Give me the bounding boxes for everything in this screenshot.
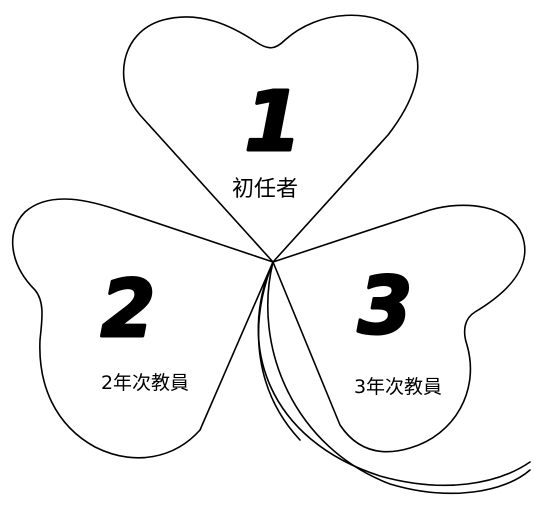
- leaf-1-label: 初任者: [232, 177, 298, 202]
- leaf-2-number: 2: [101, 265, 155, 355]
- leaf-3-number: 3: [358, 262, 412, 352]
- leaf-2: [11, 198, 274, 459]
- leaf-1: [122, 14, 419, 263]
- leaf-2-label: 2年次教員: [101, 372, 189, 394]
- leaf-1-number: 1: [244, 75, 301, 170]
- clover-stem: [257, 261, 531, 495]
- leaf-3: [272, 204, 526, 453]
- leaf-3-label: 3年次教員: [354, 376, 442, 398]
